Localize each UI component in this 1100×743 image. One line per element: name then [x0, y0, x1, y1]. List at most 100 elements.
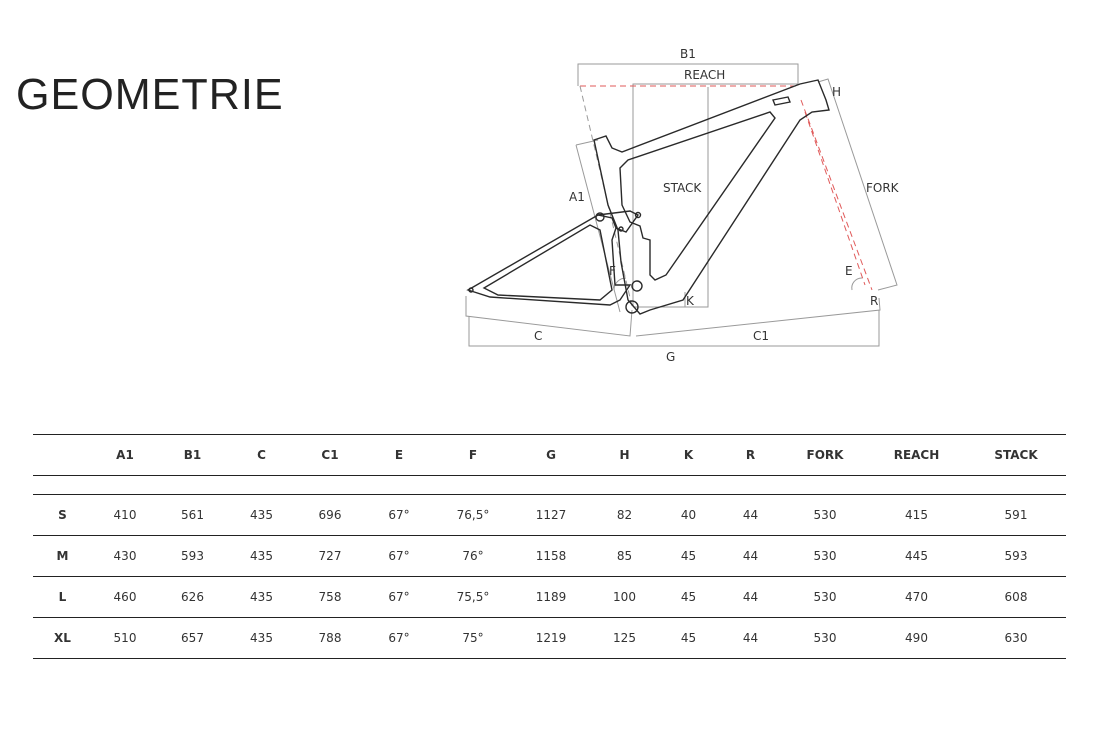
table-cell: 696 [296, 494, 364, 536]
column-header: G [512, 434, 590, 476]
column-header: K [659, 434, 718, 476]
column-header: E [364, 434, 434, 476]
table-cell: 85 [590, 535, 659, 577]
table-cell: 67° [364, 617, 434, 659]
table-cell: 460 [92, 576, 158, 618]
pivot [634, 211, 642, 219]
table-cell: 67° [364, 535, 434, 577]
table-cell: 76,5° [434, 494, 512, 536]
label-h: H [832, 85, 841, 99]
column-header: STACK [966, 434, 1066, 476]
table-cell: 788 [296, 617, 364, 659]
stack-dimension [633, 87, 709, 308]
column-header: R [718, 434, 783, 476]
table-cell: 125 [590, 617, 659, 659]
label-a1: A1 [569, 190, 585, 204]
g-dimension [468, 310, 880, 347]
label-e: E [845, 264, 853, 278]
table-cell: 45 [659, 617, 718, 659]
table-cell: 593 [966, 535, 1066, 577]
table-cell: 435 [227, 576, 296, 618]
table-cell: 100 [590, 576, 659, 618]
table-spacer-row [33, 475, 1066, 495]
rear-triangle-outer [466, 214, 632, 306]
column-header: A1 [92, 434, 158, 476]
table-cell: 415 [867, 494, 966, 536]
table-cell: 561 [158, 494, 227, 536]
table-cell: 530 [783, 494, 867, 536]
column-header [33, 434, 92, 476]
table-cell: 657 [158, 617, 227, 659]
steering-axis-red-line [800, 99, 873, 291]
table-cell: 67° [364, 576, 434, 618]
table-cell: 40 [659, 494, 718, 536]
table-cell: 410 [92, 494, 158, 536]
table-cell: 593 [158, 535, 227, 577]
rear-axle [468, 287, 474, 293]
table-cell: 44 [718, 494, 783, 536]
label-stack: STACK [663, 181, 702, 195]
table-cell: 530 [783, 576, 867, 618]
label-reach: REACH [684, 68, 725, 82]
pivot [631, 280, 643, 292]
table-cell: 435 [227, 494, 296, 536]
table-cell: 435 [227, 617, 296, 659]
table-cell: 591 [966, 494, 1066, 536]
table-cell: 510 [92, 617, 158, 659]
pivot [595, 212, 605, 222]
table-cell: 758 [296, 576, 364, 618]
rear-triangle-inner [482, 224, 613, 301]
table-cell: 75,5° [434, 576, 512, 618]
table-cell: 608 [966, 576, 1066, 618]
headtube-slot [772, 96, 791, 106]
label-c: C [534, 329, 542, 343]
table-cell: 44 [718, 617, 783, 659]
table-cell: 1127 [512, 494, 590, 536]
table-cell: 82 [590, 494, 659, 536]
b1-dimension [577, 63, 799, 86]
bike-geometry-diagram: B1 REACH H STACK FORK A1 F E K R C C1 G [465, 47, 900, 364]
bike-frame [466, 79, 830, 315]
bottom-bracket [625, 300, 639, 314]
label-c1: C1 [753, 329, 769, 343]
table-cell: 490 [867, 617, 966, 659]
label-f: F [609, 264, 616, 278]
column-header: C [227, 434, 296, 476]
column-header: FORK [783, 434, 867, 476]
table-cell: 626 [158, 576, 227, 618]
size-label: XL [33, 617, 92, 659]
table-cell: 530 [783, 535, 867, 577]
column-header: F [434, 434, 512, 476]
table-cell: 1219 [512, 617, 590, 659]
table-cell: 727 [296, 535, 364, 577]
reach-dimension [632, 83, 798, 307]
column-header: REACH [867, 434, 966, 476]
table-cell: 1158 [512, 535, 590, 577]
table-cell: 44 [718, 535, 783, 577]
table-cell: 45 [659, 576, 718, 618]
table-cell: 67° [364, 494, 434, 536]
c-dimension [465, 296, 633, 337]
c1-dimension [635, 297, 881, 337]
table-cell: 1189 [512, 576, 590, 618]
table-cell: 75° [434, 617, 512, 659]
table-cell: 470 [867, 576, 966, 618]
fork-dimension [817, 78, 898, 291]
table-cell: 630 [966, 617, 1066, 659]
page-title: GEOMETRIE [16, 70, 284, 119]
front-triangle-outer [593, 79, 830, 315]
column-header: H [590, 434, 659, 476]
table-cell: 435 [227, 535, 296, 577]
table-cell: 45 [659, 535, 718, 577]
column-header: B1 [158, 434, 227, 476]
label-fork: FORK [866, 181, 900, 195]
e-angle-arc [851, 277, 863, 291]
label-g: G [666, 350, 675, 364]
table-cell: 445 [867, 535, 966, 577]
front-triangle-inner [619, 111, 776, 281]
